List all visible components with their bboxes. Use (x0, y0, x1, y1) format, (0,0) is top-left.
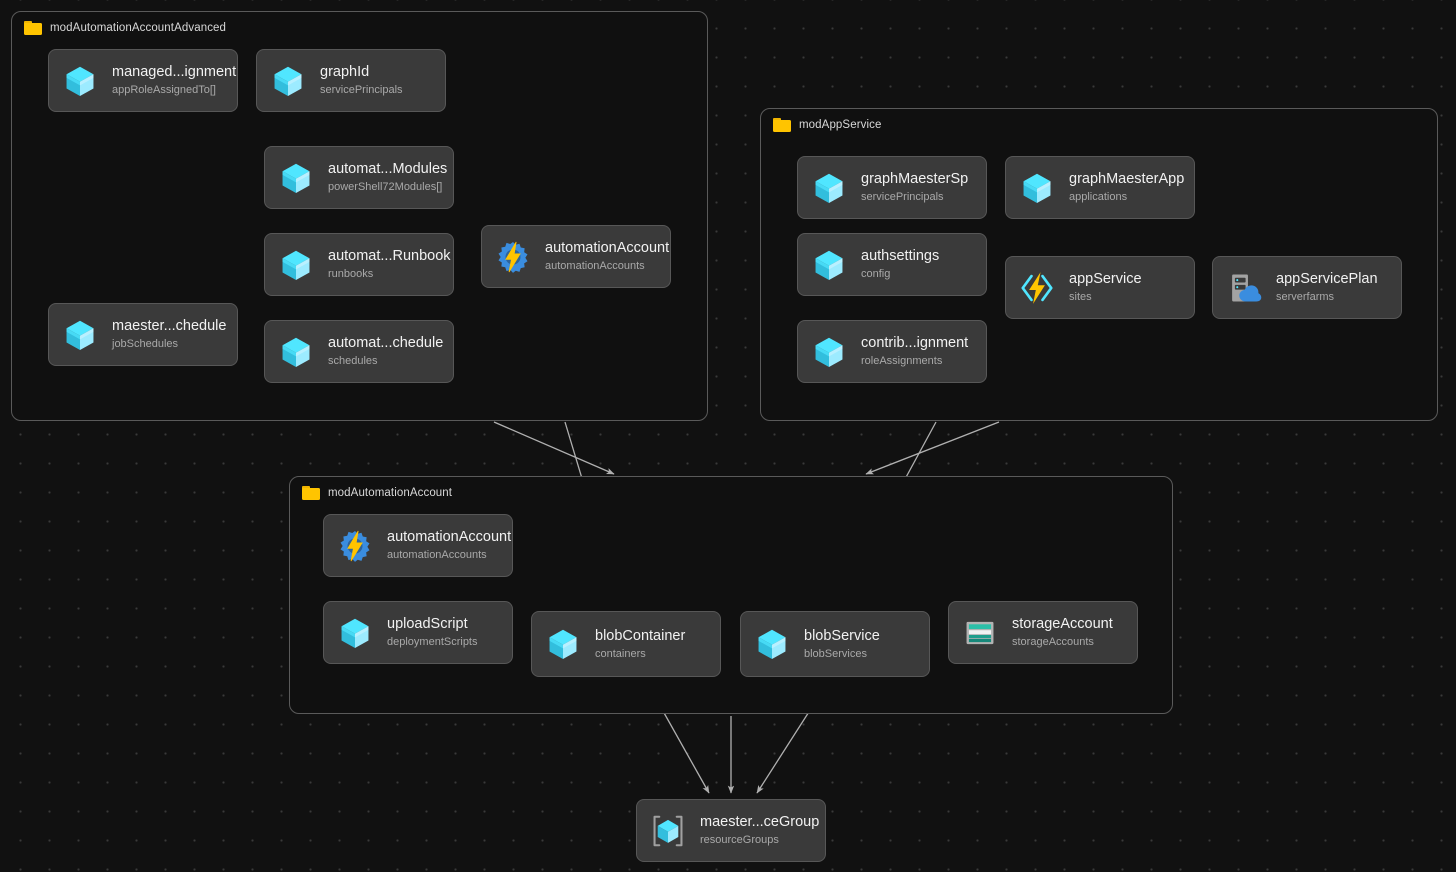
app-service-icon (1018, 269, 1056, 307)
node-title: automat...Runbook (328, 248, 451, 265)
node-subtitle: blobServices (804, 647, 867, 660)
node-title: automationAccount (387, 529, 512, 546)
group-modAutomationAccount[interactable]: modAutomationAccount (289, 476, 1173, 714)
node-subtitle: config (861, 268, 891, 281)
node-automationAccount[interactable]: automationAccount automationAccounts (323, 514, 513, 577)
node-appService[interactable]: appService sites (1005, 256, 1195, 319)
storage-account-icon (961, 614, 999, 652)
node-maesterSchedule[interactable]: maester...chedule jobSchedules (48, 303, 238, 366)
node-automatRunbook[interactable]: automat...Runbook runbooks (264, 233, 454, 296)
node-title: appServicePlan (1276, 271, 1378, 288)
node-subtitle: roleAssignments (861, 355, 943, 368)
node-title: contrib...ignment (861, 335, 969, 352)
node-subtitle: deploymentScripts (387, 636, 478, 649)
resource-group-icon (649, 812, 687, 850)
node-graphId[interactable]: graphId servicePrincipals (256, 49, 446, 112)
azure-resource-cube-icon (277, 246, 315, 284)
node-subtitle: serverfarms (1276, 291, 1335, 304)
azure-resource-cube-icon (1018, 169, 1056, 207)
folder-icon (773, 118, 791, 132)
azure-resource-cube-icon (277, 333, 315, 371)
node-appServicePlan[interactable]: appServicePlan serverfarms (1212, 256, 1402, 319)
folder-icon (24, 21, 42, 35)
azure-resource-cube-icon (810, 333, 848, 371)
node-subtitle: automationAccounts (545, 260, 645, 273)
edge-modAppService-to-modAutomationAccount (865, 421, 1000, 475)
azure-resource-cube-icon (544, 625, 582, 663)
node-contribAssignment[interactable]: contrib...ignment roleAssignments (797, 320, 987, 383)
node-subtitle: runbooks (328, 268, 374, 281)
automation-account-icon (336, 527, 374, 565)
node-subtitle: appRoleAssignedTo[] (112, 84, 216, 97)
node-subtitle: storageAccounts (1012, 636, 1094, 649)
node-title: graphId (320, 64, 370, 81)
folder-icon (302, 486, 320, 500)
node-authsettings[interactable]: authsettings config (797, 233, 987, 296)
node-title: graphMaesterApp (1069, 171, 1185, 188)
group-label: modAppService (799, 119, 882, 131)
node-title: blobService (804, 627, 880, 644)
azure-resource-cube-icon (277, 159, 315, 197)
node-automationAccountAdv[interactable]: automationAccount automationAccounts (481, 225, 671, 288)
node-title: maester...chedule (112, 318, 227, 335)
azure-resource-cube-icon (61, 62, 99, 100)
node-storageAccount[interactable]: storageAccount storageAccounts (948, 601, 1138, 664)
node-title: maester...ceGroup (700, 814, 820, 831)
node-title: authsettings (861, 248, 940, 265)
node-subtitle: automationAccounts (387, 549, 487, 562)
node-title: managed...ignment (112, 64, 237, 81)
node-title: automat...chedule (328, 335, 444, 352)
node-title: automat...Modules (328, 161, 448, 178)
node-blobContainer[interactable]: blobContainer containers (531, 611, 721, 677)
node-subtitle: servicePrincipals (320, 84, 403, 97)
node-title: blobContainer (595, 627, 686, 644)
node-subtitle: applications (1069, 191, 1128, 204)
node-subtitle: schedules (328, 355, 378, 368)
node-graphMaesterApp[interactable]: graphMaesterApp applications (1005, 156, 1195, 219)
azure-resource-cube-icon (336, 614, 374, 652)
node-blobService[interactable]: blobService blobServices (740, 611, 930, 677)
group-label: modAutomationAccount (328, 487, 453, 499)
azure-resource-cube-icon (810, 246, 848, 284)
node-title: automationAccount (545, 240, 670, 257)
azure-resource-cube-icon (61, 316, 99, 354)
node-subtitle: jobSchedules (112, 338, 179, 351)
node-managedIdentityAssignment[interactable]: managed...ignment appRoleAssignedTo[] (48, 49, 238, 112)
node-automatModules[interactable]: automat...Modules powerShell72Modules[] (264, 146, 454, 209)
node-subtitle: sites (1069, 291, 1092, 304)
node-graphMaesterSp[interactable]: graphMaesterSp servicePrincipals (797, 156, 987, 219)
node-title: storageAccount (1012, 616, 1113, 633)
node-subtitle: containers (595, 647, 646, 660)
edge-modAutomationAccountAdvanced-to-modAutomationAccount (493, 421, 615, 475)
azure-resource-cube-icon (810, 169, 848, 207)
node-maesterResourceGroup[interactable]: maester...ceGroup resourceGroups (636, 799, 826, 862)
azure-resource-cube-icon (269, 62, 307, 100)
node-subtitle: servicePrincipals (861, 191, 944, 204)
group-header: modAutomationAccountAdvanced (24, 21, 226, 35)
automation-account-icon (494, 238, 532, 276)
node-title: graphMaesterSp (861, 171, 969, 188)
app-service-plan-icon (1225, 269, 1263, 307)
group-label: modAutomationAccountAdvanced (50, 22, 227, 34)
azure-resource-cube-icon (753, 625, 791, 663)
node-title: uploadScript (387, 616, 468, 633)
node-automatSchedule[interactable]: automat...chedule schedules (264, 320, 454, 383)
group-header: modAppService (773, 118, 881, 132)
node-uploadScript[interactable]: uploadScript deploymentScripts (323, 601, 513, 664)
node-title: appService (1069, 271, 1142, 288)
node-subtitle: powerShell72Modules[] (328, 181, 443, 194)
node-subtitle: resourceGroups (700, 834, 779, 847)
group-header: modAutomationAccount (302, 486, 452, 500)
